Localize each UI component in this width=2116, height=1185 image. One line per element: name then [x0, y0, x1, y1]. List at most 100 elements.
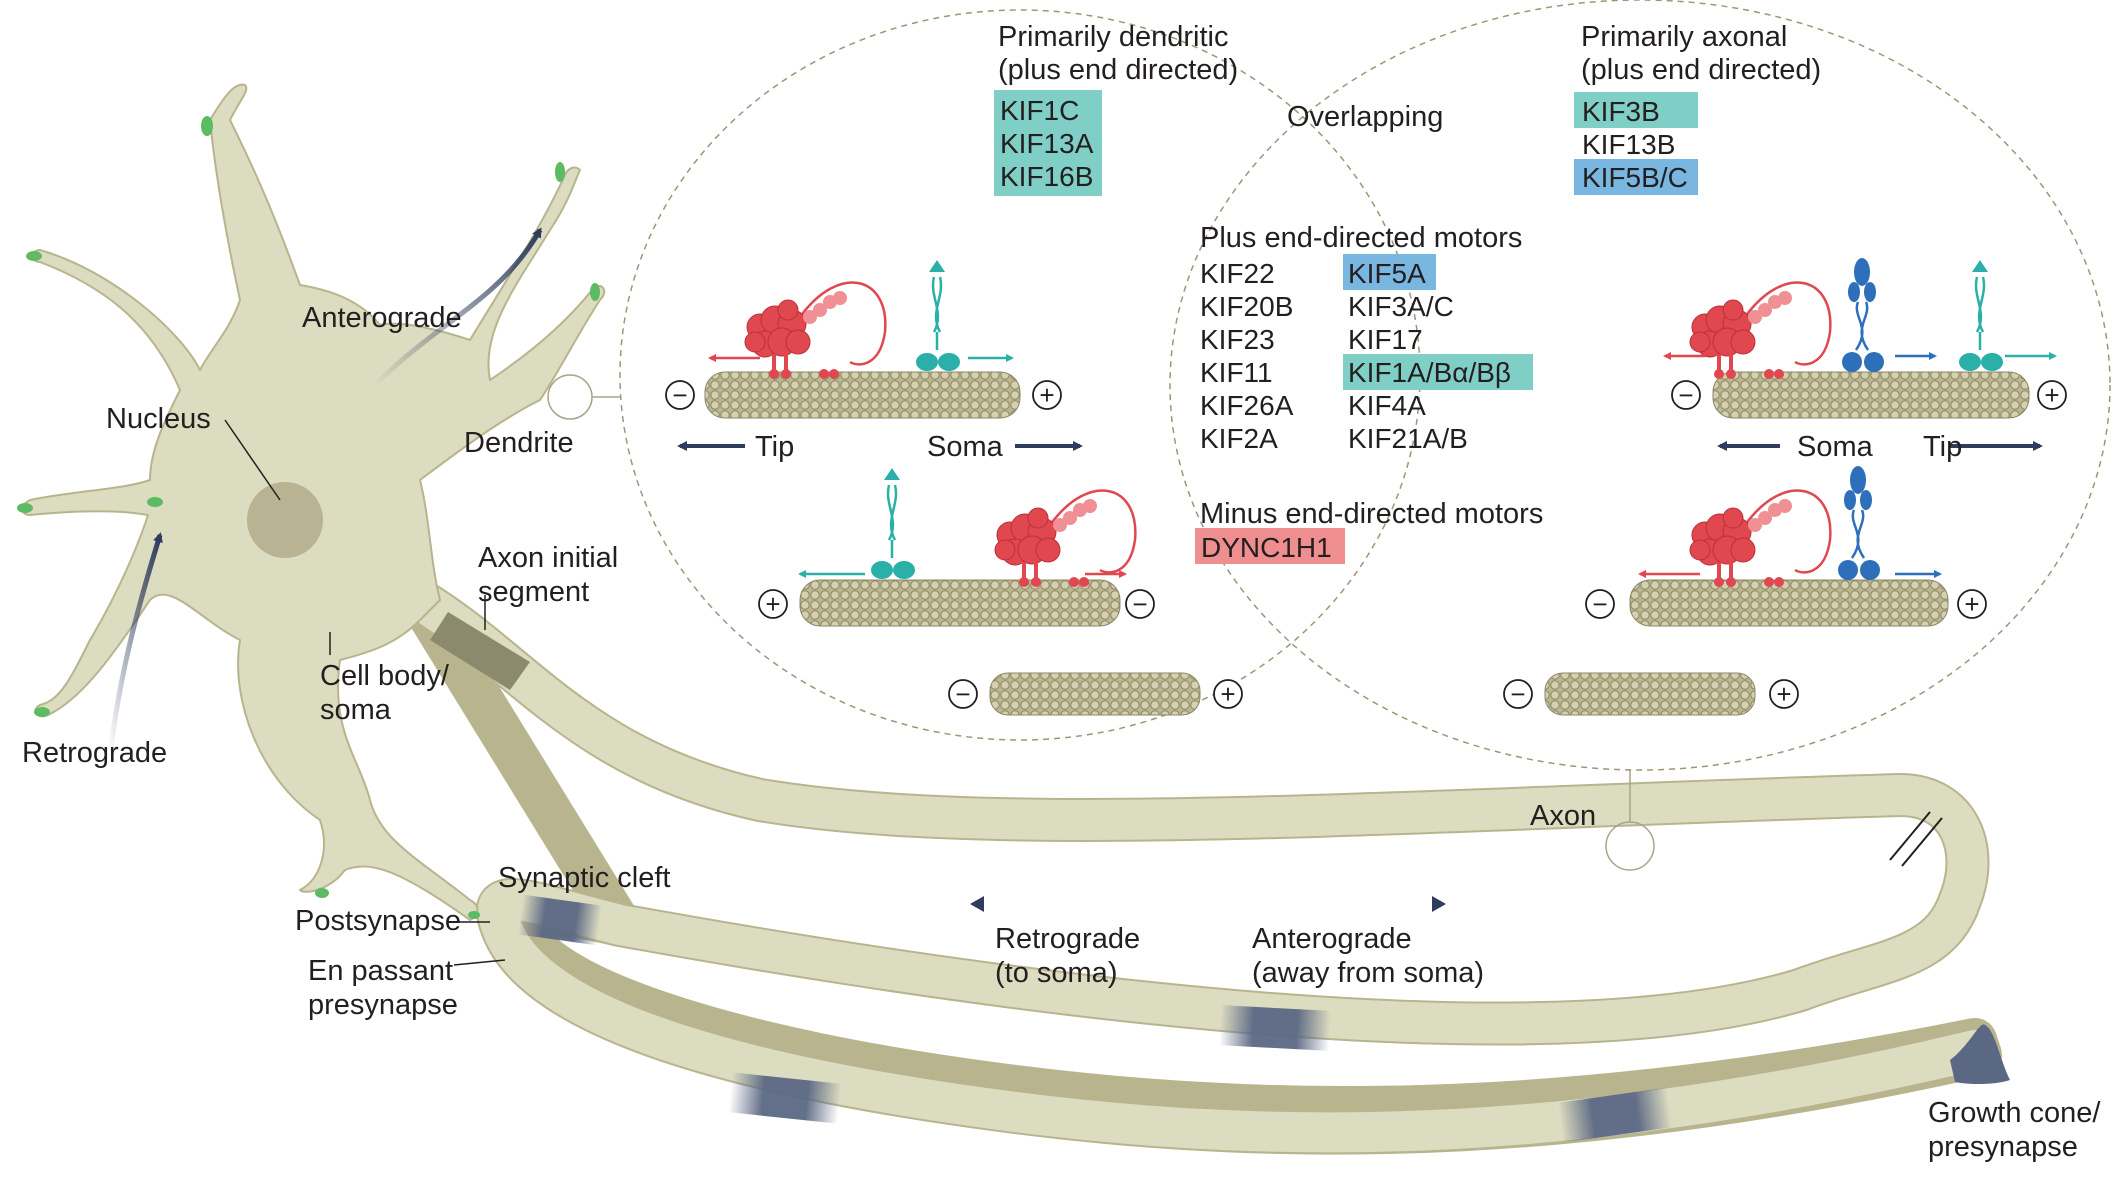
plus-marker: [758, 589, 788, 619]
overlap-motor: KIF2A: [1200, 423, 1278, 454]
kinesin-teal-axon-top: [1957, 258, 2005, 373]
kinesin-teal-dendrite-top: [914, 258, 962, 373]
plus-label: +: [1776, 679, 1791, 709]
overlap-motor: KIF5A: [1348, 258, 1426, 289]
plus-label: +: [1039, 380, 1054, 410]
presynapse-bands: [517, 894, 1673, 1143]
minus-marker: [1503, 679, 1533, 709]
en-passant-label-1: En passant: [308, 955, 453, 987]
microtubule-axon-short: [1544, 672, 1756, 716]
plus-marker: [1957, 589, 1987, 619]
axonal-motor: KIF3B: [1582, 96, 1660, 127]
dendrite-spines: [17, 116, 600, 919]
axonal-heading-2: (plus end directed): [1581, 54, 1821, 86]
dendritic-heading-2: (plus end directed): [998, 54, 1238, 86]
dendritic-motor: KIF1C: [1000, 95, 1079, 126]
growth-cone: [1950, 1024, 2010, 1085]
axonal-soma-label: Soma: [1797, 431, 1874, 463]
retrograde-label: Retrograde: [22, 737, 167, 769]
leader-lines: [224, 419, 506, 966]
plus-col1: KIF22 KIF20B KIF23 KIF11 KIF26A KIF2A: [1200, 258, 1294, 454]
plus-marker: [1769, 679, 1799, 709]
dynein-axon-top: [1688, 280, 1833, 381]
nucleus: [247, 482, 323, 558]
overlap-motor: KIF20B: [1200, 291, 1293, 322]
anterograde-legend-label-1: Anterograde: [1252, 923, 1412, 955]
microtubule-axon-top: [1712, 371, 2030, 419]
anterograde-legend-label-2: (away from soma): [1252, 957, 1484, 989]
dendritic-soma-label: Soma: [927, 431, 1004, 463]
motor-direction-arrows: [708, 352, 2057, 578]
postsynapse-label: Postsynapse: [295, 905, 461, 937]
minus-label: −: [672, 380, 687, 410]
cell-body-label-2: soma: [320, 694, 392, 726]
plus-label: +: [765, 589, 780, 619]
retrograde-legend-label-2: (to soma): [995, 957, 1117, 989]
dendrite-zoom-circle: [547, 374, 593, 420]
axon-initial-segment-label-1: Axon initial: [478, 542, 618, 574]
minus-marker: [1585, 589, 1615, 619]
overlap-motor: KIF22: [1200, 258, 1275, 289]
minus-label: −: [955, 679, 970, 709]
kinesin-blue-axon-bottom: [1836, 464, 1882, 582]
plus-marker: [2037, 380, 2067, 410]
overlap-motor: KIF3A/C: [1348, 291, 1454, 322]
kinesin-blue-axon-top: [1840, 256, 1886, 374]
microtubule-dendrite-top: [704, 371, 1021, 419]
dendritic-motor: KIF16B: [1000, 161, 1093, 192]
retrograde-legend-label-1: Retrograde: [995, 923, 1140, 955]
axon-zoom-circle: [1605, 821, 1655, 871]
axonal-heading-1: Primarily axonal: [1581, 21, 1787, 53]
dynein-dendrite-bottom: [993, 488, 1138, 589]
axon-initial-segment-label-2: segment: [478, 576, 589, 608]
minus-label: −: [1132, 589, 1147, 619]
kinesin-teal-dendrite-bottom: [869, 466, 917, 581]
axon-initial-segment-marker: [430, 612, 530, 690]
minus-label: −: [1678, 380, 1693, 410]
overlap-motor: KIF21A/B: [1348, 423, 1468, 454]
plus-label: +: [1964, 589, 1979, 619]
overlap-motor: KIF4A: [1348, 390, 1426, 421]
minus-label: −: [1592, 589, 1607, 619]
growth-cone-label-2: presynapse: [1928, 1131, 2078, 1163]
dendritic-heading-1: Primarily dendritic: [998, 21, 1228, 53]
growth-cone-label-1: Growth cone/: [1928, 1097, 2101, 1129]
overlap-motor: KIF1A/Bα/Bβ: [1348, 357, 1511, 388]
retrograde-arrow: [107, 532, 163, 756]
minus-label: −: [1510, 679, 1525, 709]
anterograde-label: Anterograde: [302, 302, 462, 334]
plus-col2: KIF5A KIF3A/C KIF17 KIF1A/Bα/Bβ KIF4A KI…: [1348, 258, 1511, 454]
microtubules: [704, 371, 2030, 716]
dendritic-motor: KIF13A: [1000, 128, 1094, 159]
plus-marker: [1213, 679, 1243, 709]
plus-label: +: [2044, 380, 2059, 410]
plus-label: +: [1220, 679, 1235, 709]
dynein-axon-bottom: [1688, 488, 1833, 589]
overlap-motor: KIF26A: [1200, 390, 1294, 421]
plus-end-heading: Plus end-directed motors: [1200, 222, 1522, 254]
minus-marker: [948, 679, 978, 709]
en-passant-label-2: presynapse: [308, 989, 458, 1021]
axonal-tip-label: Tip: [1923, 431, 1962, 463]
nucleus-label: Nucleus: [106, 403, 211, 435]
plus-marker: [1032, 380, 1062, 410]
anterograde-arrow: [373, 227, 543, 387]
dendritic-tip-label: Tip: [755, 431, 794, 463]
minus-marker: [1671, 380, 1701, 410]
dendrite-label: Dendrite: [464, 427, 574, 459]
axon-fill: [400, 580, 1995, 1153]
minus-marker: [1125, 589, 1155, 619]
axonal-ellipse: [1169, 0, 2111, 771]
overlap-motor: KIF17: [1348, 324, 1423, 355]
overlapping-heading: Overlapping: [1287, 101, 1443, 133]
minus-motor: DYNC1H1: [1201, 532, 1332, 563]
axon-label: Axon: [1530, 800, 1596, 832]
minus-marker: [665, 380, 695, 410]
axonal-motor: KIF5B/C: [1582, 162, 1688, 193]
overlap-motor: KIF11: [1200, 357, 1273, 388]
dynein-dendrite-top: [743, 280, 888, 381]
axonal-motor: KIF13B: [1582, 129, 1675, 160]
cell-body-label-1: Cell body/: [320, 660, 450, 692]
highlight-boxes: [994, 90, 1698, 564]
